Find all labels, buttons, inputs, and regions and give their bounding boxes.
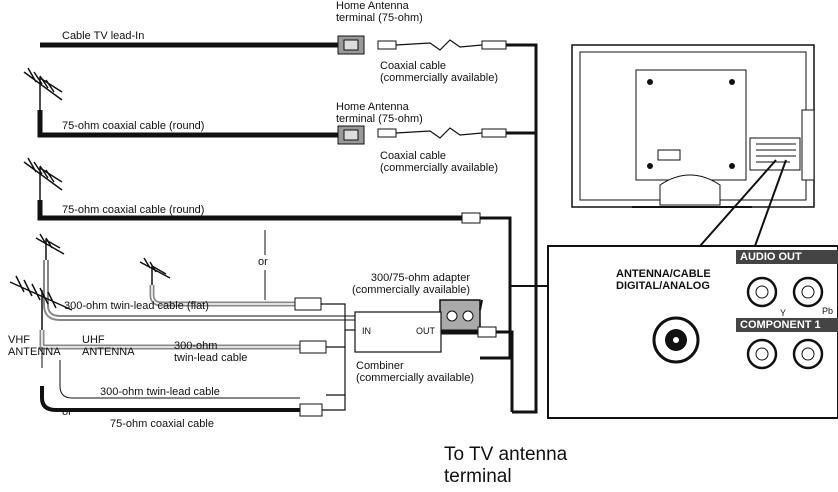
coax-round-label-2: 75-ohm coaxial cable (round) [62,204,205,216]
component-jacks [746,338,824,370]
audio-out-jacks [746,276,824,308]
antenna-icon-2 [23,157,63,200]
adapter-label: 300/75-ohm adapter (commercially availab… [352,272,470,296]
uhf-antenna-icon [139,257,171,285]
cable-tv-lead-in-row [40,35,507,55]
uhf-antenna-label: UHF ANTENNA [82,334,135,358]
antenna-icon-1 [23,67,63,110]
twin-lead-300-label-a: 300-ohm twin-lead cable [174,340,248,364]
coaxial-cable-1 [377,39,507,51]
coaxial-cable-label-2: Coaxial cable (commercially available) [380,150,498,174]
home-antenna-terminal-label-2: Home Antenna terminal (75-ohm) [336,101,423,125]
home-antenna-terminal-label-1: Home Antenna terminal (75-ohm) [336,0,423,24]
to-tv-terminal-label: To TV antenna terminal [444,444,568,487]
antenna-row-3 [23,157,481,300]
coax-75-bottom-label: 75-ohm coaxial cable [110,418,214,430]
combiner-out-label: OUT [416,326,435,336]
combiner-box [354,311,442,353]
vhf-uhf-section [9,257,514,417]
component-label: COMPONENT 1 [740,319,821,331]
cable-tv-lead-in-label: Cable TV lead-In [62,30,145,42]
antenna-cable-jack [652,316,700,364]
or-label-2: or [62,406,72,418]
jack-y-label: Y [780,308,787,318]
jack-pb-label: Pb [822,306,834,316]
twin-lead-300-label-b: 300-ohm twin-lead cable [100,386,220,398]
vhf-antenna-label: VHF ANTENNA [8,334,61,358]
vhf-antenna-icon [9,275,73,330]
terminal-panel [547,245,838,419]
audio-out-label: AUDIO OUT [740,251,802,263]
antenna-icon-3 [35,233,65,260]
coaxial-cable-label-1: Coaxial cable (commercially available) [380,60,498,84]
combiner-in-label: IN [362,326,371,336]
antenna-cable-port-label: ANTENNA/CABLE DIGITAL/ANALOG [616,268,711,292]
antenna-row-2 [23,67,507,145]
or-label-1: or [258,256,268,268]
antenna-row-4 [35,233,483,333]
coax-plug-2 [477,326,497,338]
coax-round-label-1: 75-ohm coaxial cable (round) [62,120,205,132]
coax-plug-1 [461,212,481,224]
coaxial-cable-2 [377,127,507,139]
combiner-label: Combiner (commercially available) [356,360,474,384]
twin-lead-flat-label: 300-ohm twin-lead cable (flat) [64,300,209,312]
tv-rear-view [571,44,815,208]
adapter-300-75 [439,299,481,333]
